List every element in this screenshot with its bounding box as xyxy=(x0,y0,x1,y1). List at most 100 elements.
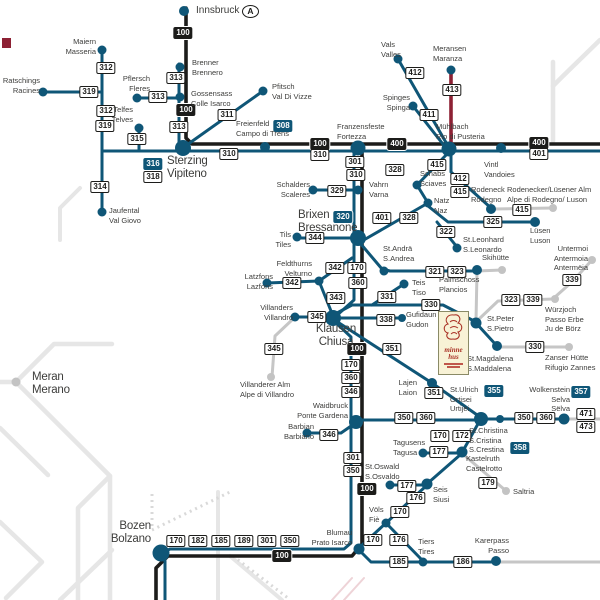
label-karerpass-line: Karerpass xyxy=(474,536,509,545)
station-pfitsch xyxy=(258,86,268,96)
label-skihuette-line: Skihütte xyxy=(482,253,510,262)
label-lajen-line: Lajen xyxy=(398,378,417,387)
station-stleonhard xyxy=(452,243,462,253)
station-stoswald xyxy=(385,480,395,490)
label-vahrn-line: Varna xyxy=(369,189,389,199)
austria-motorway-sign: A xyxy=(242,5,259,18)
station-zanser-huette xyxy=(565,343,573,351)
label-pfitsch-line: Pfitsch xyxy=(272,82,295,91)
label-freienfeld-line: Freienfeld xyxy=(236,119,270,128)
route-badge-412: 412 xyxy=(450,173,470,185)
station-lajen xyxy=(427,378,437,388)
route-badge-351: 351 xyxy=(382,343,402,355)
label-stulrich-line: Ortisei xyxy=(450,394,472,404)
label-standrae-line: St.Andrä xyxy=(383,244,413,253)
route-badge-325: 325 xyxy=(483,216,503,228)
label-palmschoss-line: Palmschoss xyxy=(439,275,480,284)
route-badge-100: 100 xyxy=(173,27,193,39)
route-badge-311: 311 xyxy=(217,109,237,121)
label-stleonhard-line: St.Leonhard xyxy=(463,235,504,244)
bg-dotted-2 xyxy=(232,554,289,600)
bus-natz-brixen xyxy=(360,201,430,243)
label-innsbruck-line: Innsbruck xyxy=(196,5,240,16)
route-badge-312: 312 xyxy=(96,62,116,74)
station-barbian xyxy=(302,428,312,438)
route-badge-177: 177 xyxy=(429,446,449,458)
label-klausen-line: Klausen xyxy=(315,323,357,335)
label-ratschings-line: Racines xyxy=(12,85,40,95)
label-feldthurns-line: Feldthurns xyxy=(276,259,312,268)
station-luesen xyxy=(530,217,540,227)
station-feldthurns xyxy=(314,276,324,286)
label-brenner-line: Brennero xyxy=(192,67,223,77)
route-badge-400: 400 xyxy=(387,138,407,150)
label-rodenecker-alm-line: Alpe di Rodegno/ Luson xyxy=(507,194,588,204)
label-jaufental-line: Val Giovo xyxy=(109,215,141,225)
bus-spinges xyxy=(411,104,448,150)
station-stmagdalena xyxy=(492,341,502,351)
route-badge-185: 185 xyxy=(389,556,409,568)
station-klausen xyxy=(325,310,341,326)
route-badge-339: 339 xyxy=(562,274,582,286)
route-badge-323: 323 xyxy=(447,266,467,278)
route-badge-350: 350 xyxy=(280,535,300,547)
minne-hus-title-line2: hus xyxy=(448,353,459,361)
label-feldthurns-line: Velturno xyxy=(284,268,312,278)
route-badge-318: 318 xyxy=(143,171,163,183)
route-badge-345: 345 xyxy=(307,311,327,323)
station-blumau xyxy=(353,543,365,555)
bg-dotted-1 xyxy=(151,490,231,532)
label-ratschings-line: Ratschings xyxy=(2,76,40,85)
route-badge-329: 329 xyxy=(327,185,347,197)
route-badge-301: 301 xyxy=(343,452,363,464)
minne-hus-ornament-icon xyxy=(443,314,463,340)
label-bozen-line: Bozen xyxy=(119,520,151,532)
route-badge-346: 346 xyxy=(341,386,361,398)
route-badge-360: 360 xyxy=(536,412,556,424)
label-latzfons-line: Lazfons xyxy=(246,281,273,291)
station-stpeter xyxy=(470,317,482,329)
route-badge-185: 185 xyxy=(211,535,231,547)
label-palmschoss-line: Plancios xyxy=(439,284,468,294)
station-pflersch xyxy=(132,93,142,103)
route-badge-319: 319 xyxy=(79,86,99,98)
label-rodenecker-alm-line: Rodenecker/Lüsener Alm xyxy=(507,185,592,194)
route-badge-323: 323 xyxy=(501,294,521,306)
route-badge-312: 312 xyxy=(96,105,116,117)
route-badge-315: 315 xyxy=(127,133,147,145)
label-maiern-line: Masseria xyxy=(65,46,96,56)
route-badge-177: 177 xyxy=(397,480,417,492)
label-brixen-line: Brixen xyxy=(298,209,330,221)
route-badge-330: 330 xyxy=(525,341,545,353)
label-gufidaun-line: Gudon xyxy=(406,319,429,329)
label-stchristina-line: S.Crestina xyxy=(469,445,505,454)
station-meransen xyxy=(446,65,456,75)
route-badge-351: 351 xyxy=(424,387,444,399)
station-skihuette xyxy=(498,266,506,274)
route-badge-179: 179 xyxy=(478,477,498,489)
station-brenner xyxy=(175,62,185,72)
station-schalders xyxy=(308,185,318,195)
label-teis-line: Tiso xyxy=(412,287,426,297)
label-zanser-line: Rifugio Zannes xyxy=(545,362,596,372)
route-badge-170: 170 xyxy=(166,535,186,547)
route-badge-360: 360 xyxy=(348,277,368,289)
route-badge-412: 412 xyxy=(405,67,425,79)
label-tiers-line: Tires xyxy=(418,546,435,556)
route-badge-330: 330 xyxy=(421,299,441,311)
